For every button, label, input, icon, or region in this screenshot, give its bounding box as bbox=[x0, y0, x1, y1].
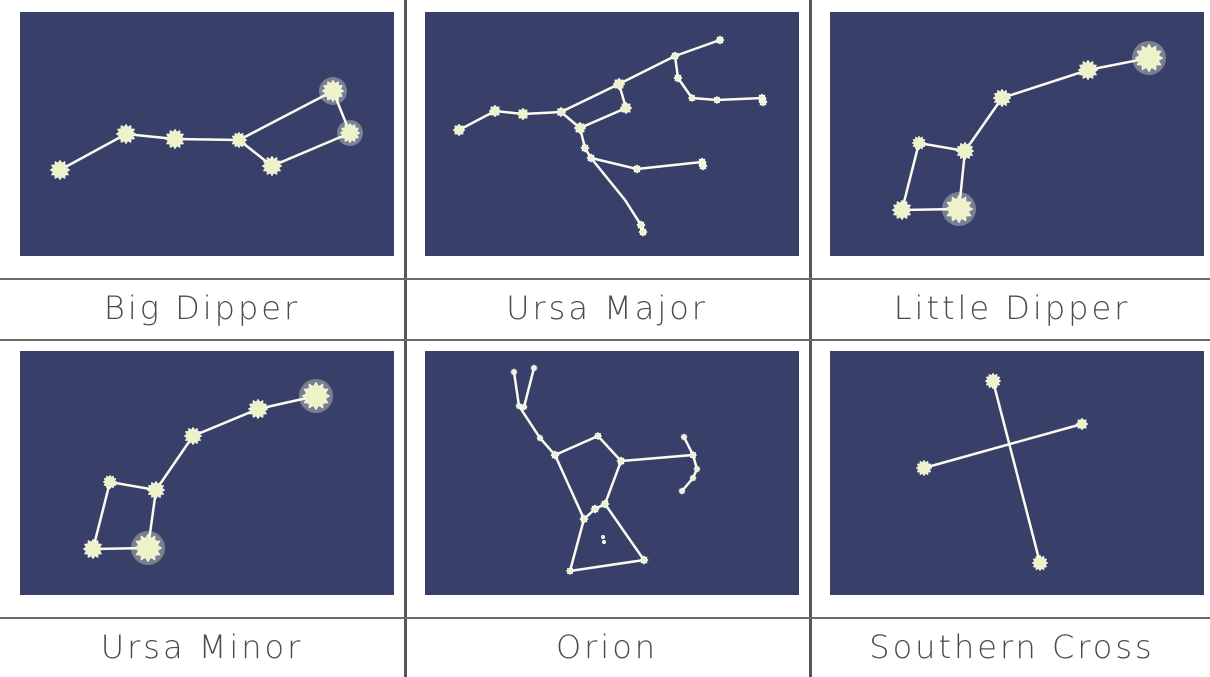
star-1 bbox=[511, 369, 517, 375]
card-title: Ursa Minor bbox=[0, 619, 404, 675]
star-12 bbox=[567, 568, 574, 575]
star-3 bbox=[516, 403, 522, 409]
card-ursa-major: Ursa Major bbox=[405, 0, 809, 338]
star-19 bbox=[699, 162, 707, 170]
star-17 bbox=[633, 165, 641, 173]
star-3 bbox=[1076, 418, 1088, 430]
star-12 bbox=[714, 97, 721, 104]
star-4 bbox=[147, 481, 165, 499]
star-3 bbox=[184, 427, 202, 445]
star-2 bbox=[116, 124, 136, 144]
little-dipper-diagram bbox=[830, 12, 1204, 256]
constellation-panel bbox=[830, 351, 1204, 595]
star-2 bbox=[916, 460, 932, 476]
star-2 bbox=[531, 365, 537, 371]
star-14 bbox=[759, 98, 767, 106]
card-title: Orion bbox=[405, 619, 809, 675]
card-title: Little Dipper bbox=[810, 280, 1210, 336]
star-13 bbox=[640, 556, 648, 564]
star-11 bbox=[580, 515, 588, 523]
star-18 bbox=[681, 434, 687, 440]
star-9 bbox=[620, 102, 632, 114]
star-16 bbox=[587, 154, 595, 162]
star-1 bbox=[453, 124, 465, 136]
star-3 bbox=[517, 108, 529, 120]
southern-cross-diagram bbox=[830, 351, 1204, 595]
star-5 bbox=[912, 136, 926, 150]
star-21 bbox=[639, 228, 647, 236]
star-20 bbox=[637, 221, 645, 229]
star-14 bbox=[690, 452, 697, 459]
star-4 bbox=[521, 404, 527, 410]
star-marks bbox=[50, 77, 363, 180]
card-little-dipper: Little Dipper bbox=[810, 0, 1210, 338]
big-dipper-diagram bbox=[20, 12, 394, 256]
constellation-panel bbox=[830, 12, 1204, 256]
star-4 bbox=[956, 142, 974, 160]
star-2 bbox=[1078, 60, 1098, 80]
star-15 bbox=[694, 466, 700, 472]
card-title: Big Dipper bbox=[0, 280, 404, 336]
star-1 bbox=[985, 373, 1001, 389]
star-4 bbox=[1032, 555, 1048, 571]
card-southern-cross: Southern Cross bbox=[810, 339, 1210, 677]
star-7 bbox=[595, 433, 602, 440]
star-3 bbox=[165, 129, 185, 149]
star-16 bbox=[690, 475, 696, 481]
star-6 bbox=[551, 451, 559, 459]
star-3 bbox=[993, 89, 1011, 107]
star-5 bbox=[537, 435, 543, 441]
star-8 bbox=[574, 122, 586, 134]
star-11 bbox=[689, 95, 696, 102]
star-7 bbox=[716, 36, 724, 44]
star-10 bbox=[674, 74, 682, 82]
card-ursa-minor: Ursa Minor bbox=[0, 339, 404, 677]
ursa-minor-diagram bbox=[20, 351, 394, 595]
star-6 bbox=[892, 200, 912, 220]
star-1 bbox=[50, 160, 70, 180]
star-8 bbox=[617, 457, 625, 465]
star-10 bbox=[591, 505, 599, 513]
card-title: Southern Cross bbox=[810, 619, 1210, 675]
constellation-panel bbox=[20, 12, 394, 256]
star-2 bbox=[489, 105, 501, 117]
card-big-dipper: Big Dipper bbox=[0, 0, 404, 338]
card-orion: Orion bbox=[405, 339, 809, 677]
star-2 bbox=[248, 399, 268, 419]
ursa-major-diagram bbox=[425, 12, 799, 256]
star-6 bbox=[83, 539, 103, 559]
orion-diagram bbox=[425, 351, 799, 595]
star-5 bbox=[103, 475, 117, 489]
star-5 bbox=[613, 78, 625, 90]
card-title: Ursa Major bbox=[405, 280, 809, 336]
star-4 bbox=[556, 107, 566, 117]
constellation-panel bbox=[425, 351, 799, 595]
constellation-panel bbox=[20, 351, 394, 595]
star-17 bbox=[679, 488, 685, 494]
star-9 bbox=[601, 500, 609, 508]
star-15 bbox=[581, 144, 589, 152]
star-6 bbox=[671, 52, 679, 60]
constellation-panel bbox=[425, 12, 799, 256]
